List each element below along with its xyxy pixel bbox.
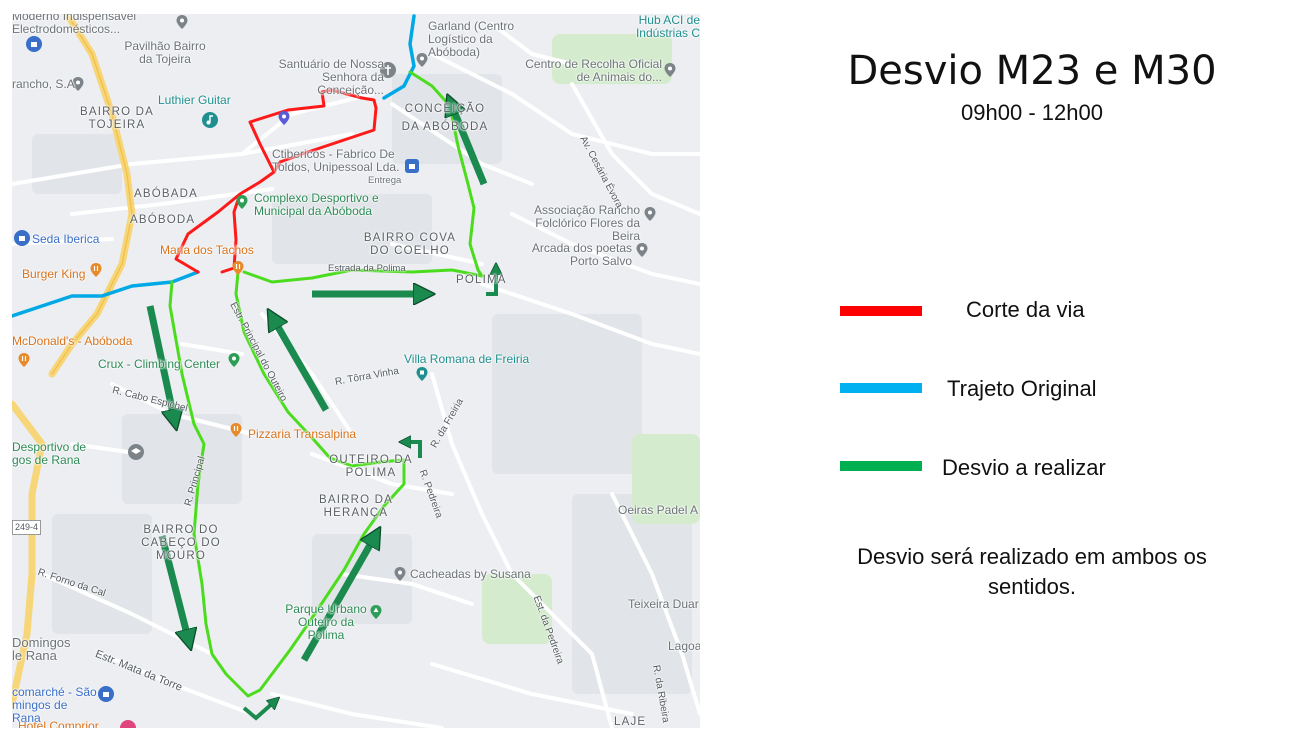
map-pin-icon <box>174 14 190 30</box>
poi-label: Seda Iberica <box>32 232 100 246</box>
poi-label: Hotel Comprior <box>18 719 99 729</box>
legend-cut-swatch <box>840 306 922 316</box>
poi-label: Hub ACI de Indústrias C <box>635 14 700 40</box>
poi-label: Pavilhão Bairro da Tojeira <box>124 39 206 66</box>
legend-original-swatch <box>840 383 922 393</box>
restaurant-icon <box>228 422 244 438</box>
area-label: BAIRRO DA HERANÇA <box>318 494 394 519</box>
shopping-bag-icon <box>26 36 42 52</box>
poi-label: Desportivo de gos de Rana <box>12 440 87 467</box>
area-label: BAIRRO DA TOJEIRA <box>79 106 155 131</box>
poi-label: Domingos le Rana <box>12 635 71 663</box>
legend-detour-label: Desvio a realizar <box>942 455 1106 480</box>
school-icon <box>128 444 144 460</box>
poi-label: Lagoa <box>668 639 700 653</box>
road-label: Estrada da Polima <box>328 263 406 274</box>
area-label: BAIRRO COVA DO COELHO <box>363 232 457 257</box>
map-pin-icon <box>662 62 678 78</box>
map-pin-icon <box>392 566 408 582</box>
poi-label: Complexo Desportivo e Municipal da Abóbo… <box>254 191 379 218</box>
map-pin-icon <box>414 52 430 68</box>
poi-label: Garland (Centro Logístico da Abóboda) <box>428 19 515 59</box>
poi-label: Luthier Guitar <box>158 93 231 107</box>
shopping-bag-icon <box>14 230 30 246</box>
poi-label: Associação Rancho Folclórico Flores da B… <box>533 203 640 243</box>
direction-arrows <box>146 106 488 662</box>
church-icon <box>380 62 396 78</box>
poi-label: Centro de Recolha Oficial de Animais do.… <box>525 57 662 84</box>
poi-label: rancho, S.A <box>12 77 75 91</box>
area-label: ABÓBODA <box>130 214 196 226</box>
page-title: Desvio M23 e M30 <box>847 48 1217 94</box>
poi-label: comarché - São mingos de Rana <box>12 685 97 725</box>
map-canvas <box>12 14 700 728</box>
music-icon <box>202 112 218 128</box>
shopping-bag-icon <box>404 158 420 174</box>
restaurant-icon <box>230 260 246 276</box>
road-label: 249-4 <box>12 520 42 535</box>
poi-label: Cacheadas by Susana <box>410 567 531 581</box>
legend-detour-swatch <box>840 461 922 471</box>
poi-label: Oeiras Padel A <box>618 503 699 517</box>
road-cut <box>174 88 378 274</box>
detour-route <box>168 70 484 698</box>
poi-label: Crux - Climbing Center <box>98 357 221 371</box>
poi-label: Teixeira Duar <box>628 597 699 611</box>
poi-label: Burger King <box>22 267 86 281</box>
hotel-icon <box>120 720 136 728</box>
map-pin-icon <box>634 242 650 258</box>
restaurant-icon <box>88 262 104 278</box>
area-label: OUTEIRO DA POLIMA <box>329 454 413 479</box>
area-label: LAJE <box>614 716 647 728</box>
map-pin-icon <box>276 110 292 126</box>
poi-label: Pizzaria Transalpina <box>248 427 357 441</box>
area-label: CONCEIÇÃO DA ABÓBODA <box>401 103 489 133</box>
poi-label: Maria dos Tachos <box>160 243 254 257</box>
area-label: POLIMA <box>456 274 507 286</box>
map-pin-icon <box>226 352 242 368</box>
map-pin-icon <box>234 194 250 210</box>
map[interactable]: Moderno Indispensável Electrodomésticos.… <box>12 14 700 728</box>
detour-note: Desvio será realizado em ambos os sentid… <box>857 544 1207 599</box>
poi-label: McDonald's - Abóboda <box>12 334 133 348</box>
map-main-roads-edge <box>51 14 133 375</box>
info-panel: Desvio M23 e M30 09h00 - 12h00 Corte da … <box>700 0 1308 741</box>
area-label: ABÓBADA <box>134 188 199 200</box>
poi-label: Villa Romana de Freiria <box>404 352 530 366</box>
landmark-icon <box>414 366 430 382</box>
poi-label: Ctibericos - Fabrico De Toldos, Unipesso… <box>272 147 400 174</box>
poi-label: Parque Urbano Outeiro da Polima <box>285 602 367 642</box>
legend-cut-label: Corte da via <box>966 297 1085 322</box>
poi-label: Entrega <box>368 175 402 186</box>
schedule-time: 09h00 - 12h00 <box>961 100 1103 125</box>
legend-original-label: Trajeto Original <box>947 376 1097 401</box>
poi-label: Moderno Indispensável Electrodomésticos.… <box>12 14 137 36</box>
map-pin-icon <box>642 206 658 222</box>
map-parks <box>482 34 700 644</box>
restaurant-icon <box>16 352 32 368</box>
map-pin-icon <box>70 76 86 92</box>
area-label: BAIRRO DO CABEÇO DO MOURO <box>141 524 221 562</box>
poi-label: Santuário de Nossa Senhora da Conceição.… <box>278 57 384 97</box>
shopping-bag-icon <box>98 686 114 702</box>
park-icon <box>368 604 384 620</box>
turn-arrows <box>242 270 496 721</box>
poi-label: Arcada dos poetas Porto Salvo <box>531 241 632 268</box>
